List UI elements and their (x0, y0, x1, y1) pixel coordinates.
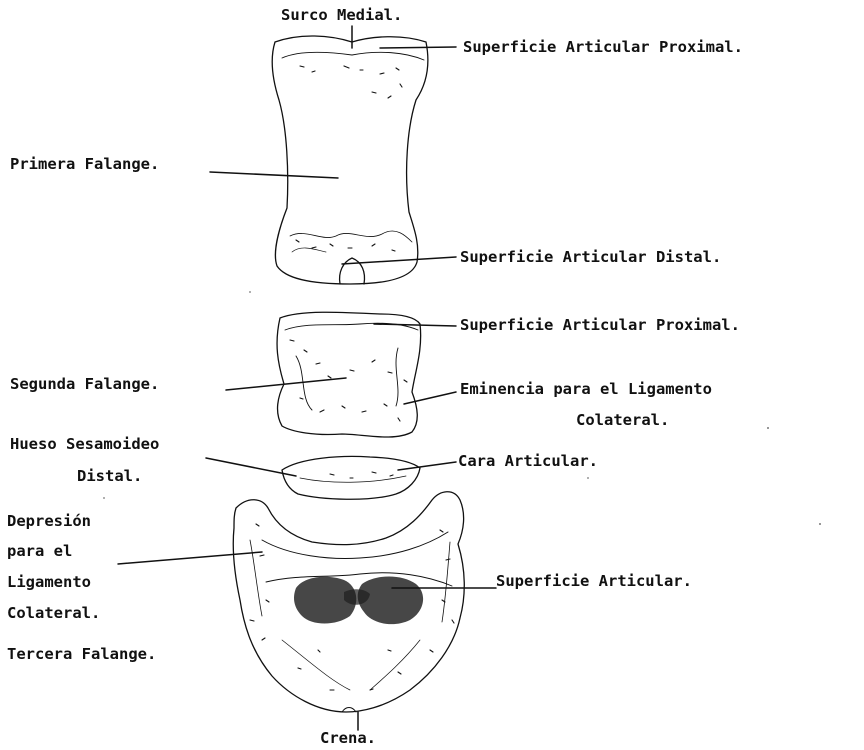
label-depresion-line2: para el (7, 544, 72, 560)
articular-dark-patches (294, 577, 423, 625)
label-sup-art-proximal-second: Superficie Articular Proximal. (460, 318, 740, 334)
label-depresion-line4: Colateral. (7, 606, 100, 622)
first-phalanx-distal-notch (340, 258, 365, 284)
leader-segunda-falange (226, 378, 346, 390)
label-sup-art-proximal-first: Superficie Articular Proximal. (463, 40, 743, 56)
label-crena: Crena. (320, 731, 376, 747)
leader-lines (118, 26, 496, 730)
label-hueso-sesamoideo-line2: Distal. (77, 469, 142, 485)
label-depresion-line3: Ligamento (7, 575, 91, 591)
label-segunda-falange: Segunda Falange. (10, 377, 159, 393)
leader-depresion (118, 552, 262, 564)
label-sup-articular: Superficie Articular. (496, 574, 692, 590)
label-hueso-sesamoideo-line1: Hueso Sesamoideo (10, 437, 159, 453)
label-primera-falange: Primera Falange. (10, 157, 159, 173)
leader-eminencia (404, 392, 456, 404)
label-depresion-line1: Depresión (7, 514, 91, 530)
leader-primera-falange (210, 172, 338, 178)
second-phalanx-outline (277, 312, 421, 437)
label-eminencia-line1: Eminencia para el Ligamento (460, 382, 712, 398)
leader-sup-art-prox-2 (374, 324, 456, 326)
leader-sup-art-prox-1 (380, 47, 456, 48)
first-phalanx-outline (272, 36, 428, 284)
label-tercera-falange: Tercera Falange. (7, 647, 156, 663)
label-sup-art-distal: Superficie Articular Distal. (460, 250, 721, 266)
leader-sup-art-distal (342, 257, 456, 264)
leader-cara-articular (398, 462, 456, 470)
label-surco-medial: Surco Medial. (281, 8, 402, 24)
third-phalanx-articular-rim (262, 532, 448, 558)
label-cara-articular: Cara Articular. (458, 454, 598, 470)
label-eminencia-line2: Colateral. (576, 413, 669, 429)
leader-hueso-sesamoideo (206, 458, 296, 476)
